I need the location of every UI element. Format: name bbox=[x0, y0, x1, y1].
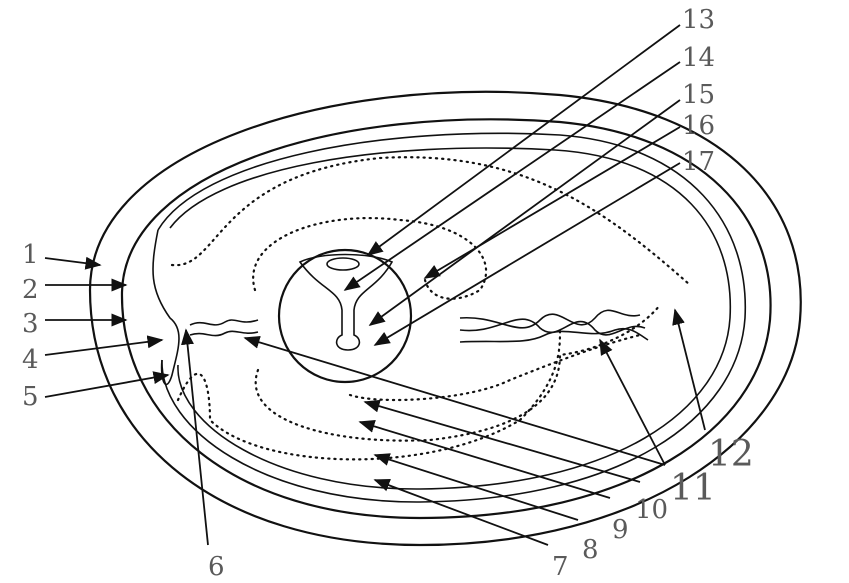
chalaza-left-2 bbox=[189, 330, 259, 337]
germinal-disc bbox=[326, 257, 360, 271]
label-7: 7 bbox=[552, 552, 569, 582]
chalaza-right-2 bbox=[459, 318, 646, 336]
label-5: 5 bbox=[22, 382, 39, 412]
outer-shell bbox=[88, 90, 802, 547]
label-16: 16 bbox=[682, 111, 715, 141]
inner-shell bbox=[120, 118, 772, 520]
label-13: 13 bbox=[682, 5, 715, 35]
label-6: 6 bbox=[208, 552, 225, 582]
label-15: 15 bbox=[682, 80, 715, 110]
label-12: 12 bbox=[708, 434, 754, 475]
label-8: 8 bbox=[582, 535, 599, 565]
latebra bbox=[298, 253, 394, 351]
label-2: 2 bbox=[22, 275, 39, 305]
chalaza-right bbox=[459, 309, 641, 329]
chalaza-right-3 bbox=[459, 327, 649, 343]
air-cell bbox=[152, 229, 180, 386]
label-17: 17 bbox=[682, 147, 715, 177]
chalaziferous-layer bbox=[348, 333, 642, 402]
label-4: 4 bbox=[22, 345, 39, 375]
yolk bbox=[277, 248, 413, 384]
dense-albumen-lower bbox=[254, 303, 662, 442]
label-3: 3 bbox=[22, 309, 39, 339]
label-1: 1 bbox=[22, 240, 39, 270]
chalaza-left bbox=[189, 319, 259, 326]
albumen-boundary bbox=[169, 147, 732, 490]
outer-thin-albumen-lower bbox=[176, 328, 562, 461]
shell-membrane bbox=[157, 132, 747, 503]
label-14: 14 bbox=[682, 43, 715, 73]
label-11: 11 bbox=[670, 468, 716, 509]
label-9: 9 bbox=[612, 515, 629, 545]
label-10: 10 bbox=[635, 495, 668, 525]
outer-thin-albumen bbox=[170, 156, 692, 287]
